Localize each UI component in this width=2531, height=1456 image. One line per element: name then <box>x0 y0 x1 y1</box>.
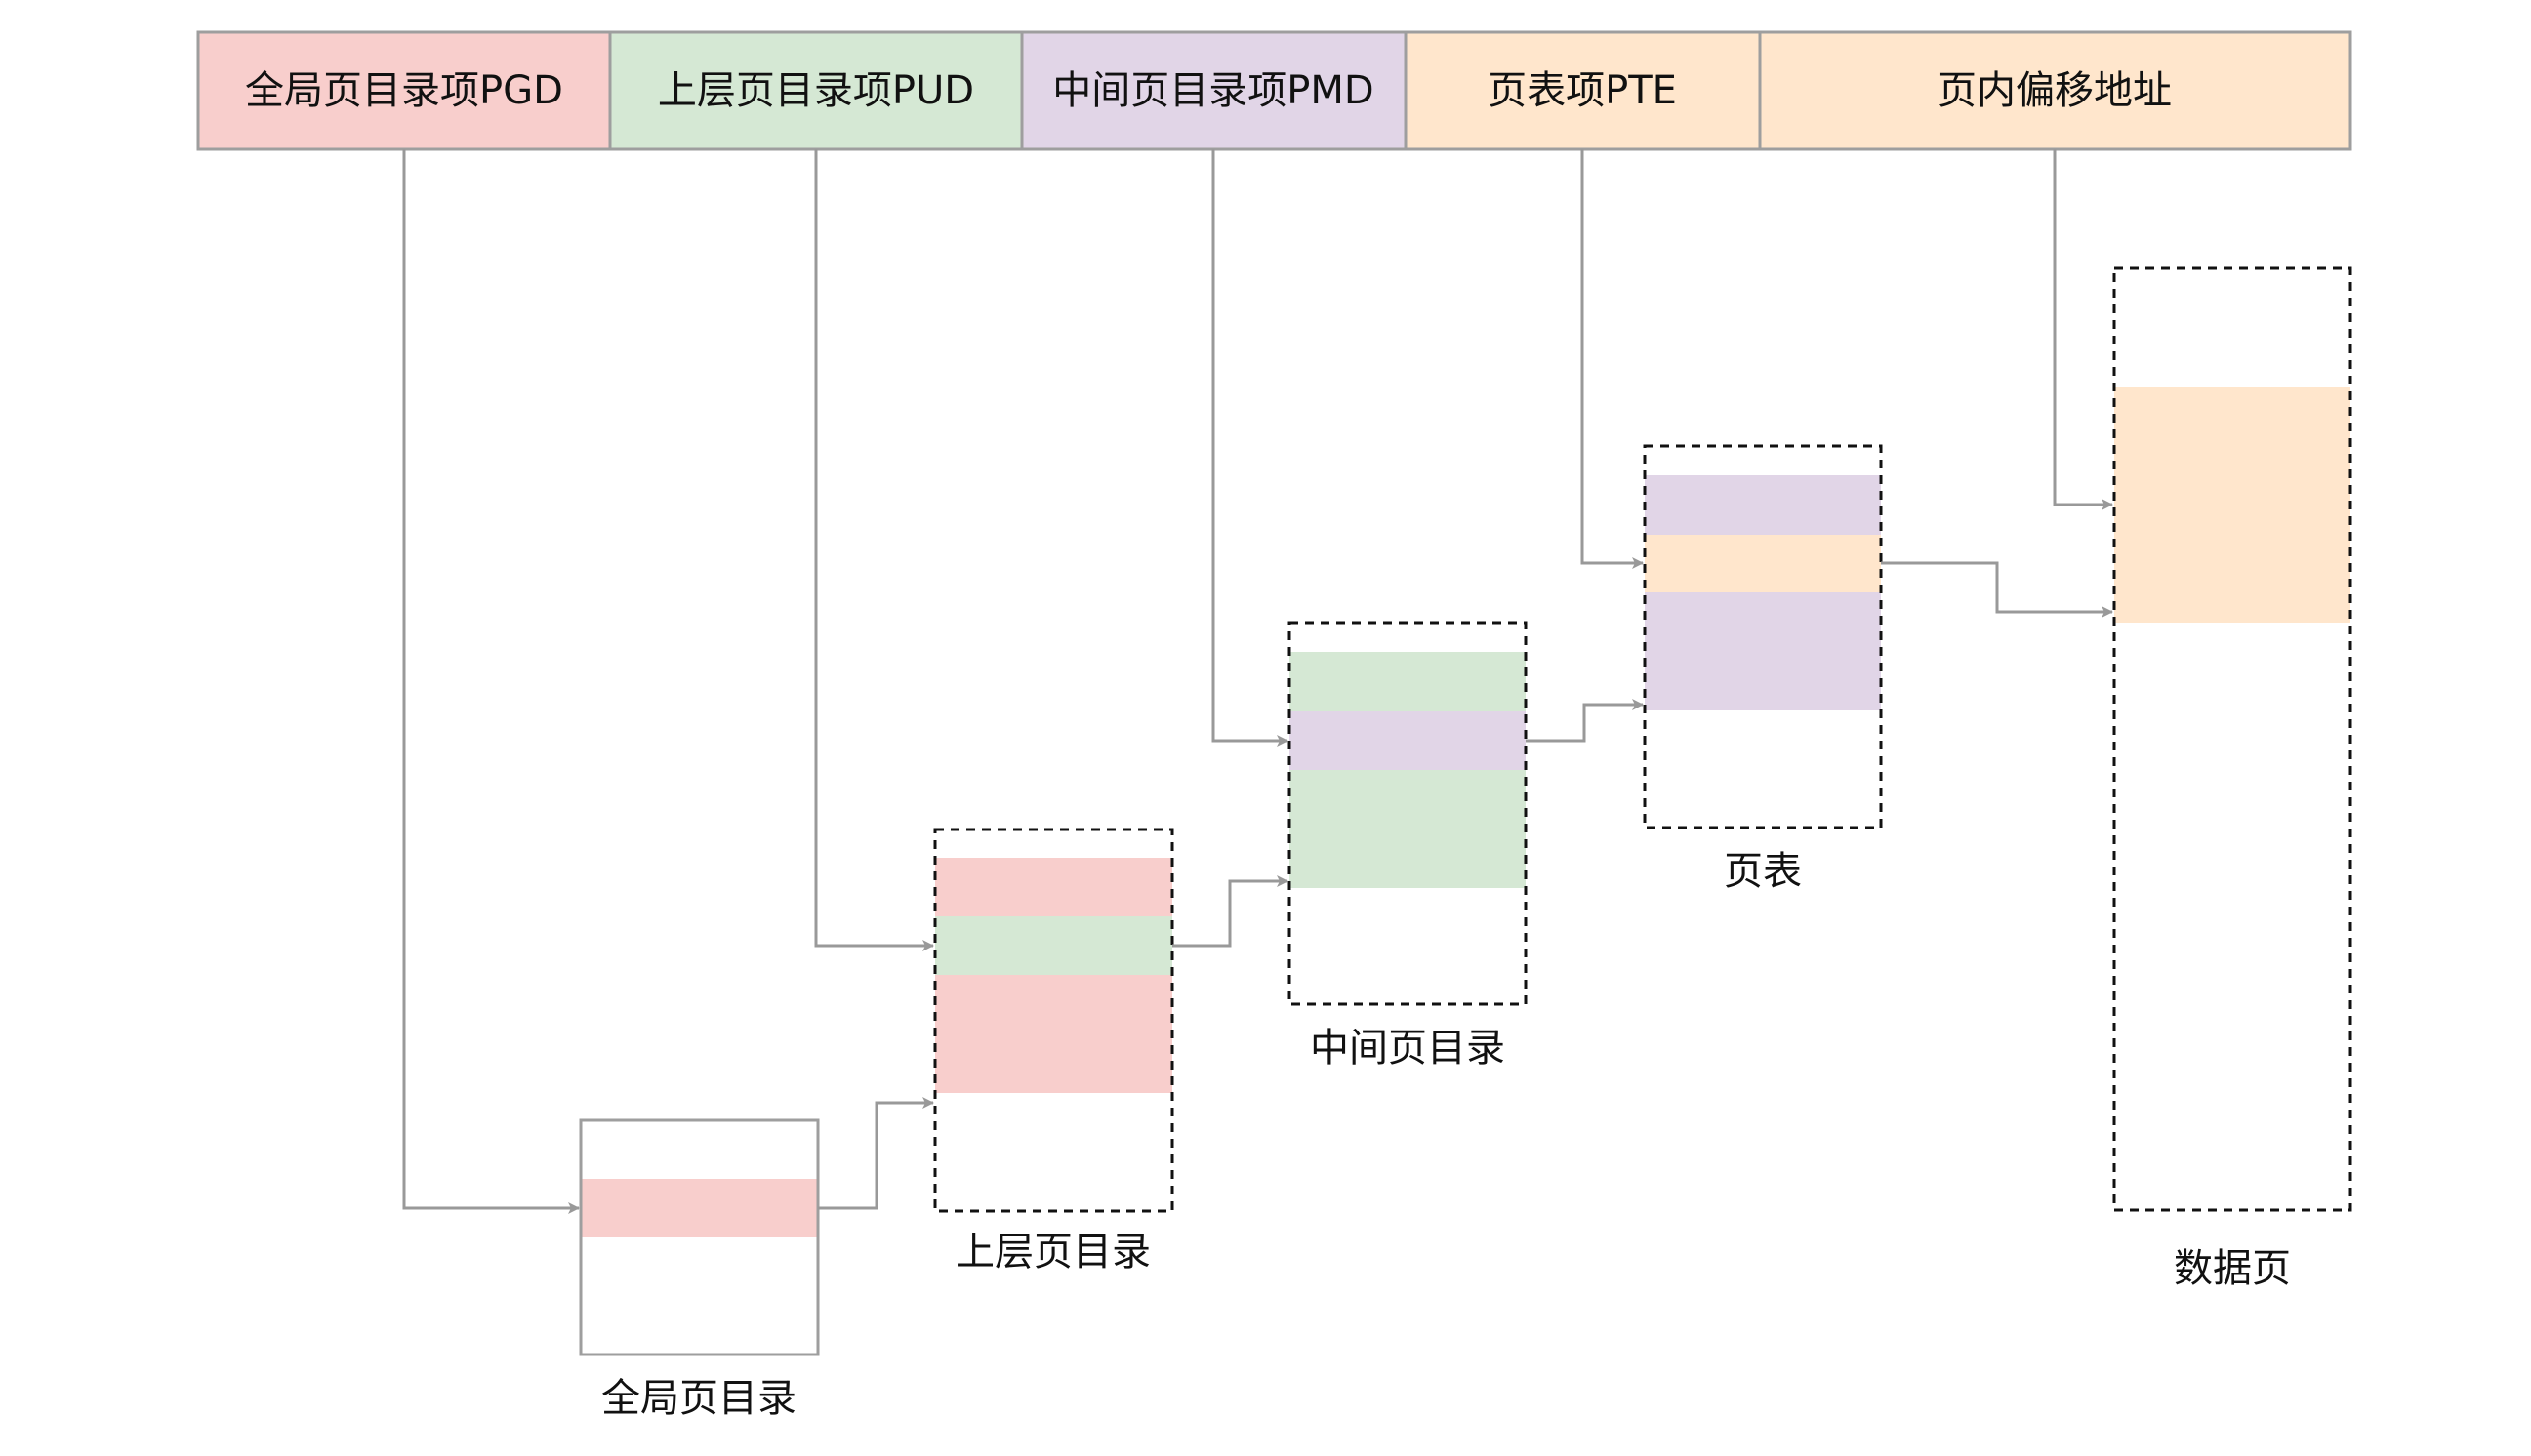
field-pmd-box <box>1020 30 1408 151</box>
field-pud-box <box>608 30 1024 151</box>
upper-page-directory-band-bottom <box>935 975 1172 1093</box>
pte-index-arrow <box>1580 149 1644 569</box>
upper-page-directory-caption: 上层页目录 <box>956 1230 1151 1274</box>
global-page-directory-frame <box>579 1118 820 1356</box>
global-page-directory-entry <box>581 1179 818 1237</box>
field-pud: 上层页目录项PUD <box>608 30 1024 151</box>
page-table: 页表 <box>1643 444 1883 894</box>
field-pgd-label: 全局页目录项PGD <box>245 68 563 113</box>
pmd-to-pte-arrow <box>1526 699 1644 743</box>
field-offset-label: 页内偏移地址 <box>1938 68 2172 113</box>
field-pud-label: 上层页目录项PUD <box>658 68 974 113</box>
field-offset: 页内偏移地址 <box>1758 30 2352 151</box>
global-page-directory-caption: 全局页目录 <box>601 1376 796 1421</box>
page-table-frame <box>1643 444 1883 829</box>
field-pgd: 全局页目录项PGD <box>196 30 612 151</box>
field-pgd-box <box>196 30 612 151</box>
page-table-entry <box>1645 535 1881 592</box>
middle-page-directory: 中间页目录 <box>1287 621 1528 1071</box>
upper-page-directory-band-top <box>935 858 1172 916</box>
address-bar: 全局页目录项PGD 上层页目录项PUD 中间页目录项PMD 页表项PTE 页内偏… <box>196 30 2352 151</box>
table-connectors <box>818 561 2113 1210</box>
pgd-index-arrow <box>402 149 580 1214</box>
pud-index-arrow <box>814 149 934 951</box>
field-pte: 页表项PTE <box>1404 30 1762 151</box>
middle-page-directory-frame <box>1287 621 1528 1006</box>
pgd-to-pud-arrow <box>818 1097 934 1210</box>
pte-to-page-arrow <box>1881 561 2113 618</box>
data-page-region <box>2114 387 2350 623</box>
pmd-index-arrow <box>1211 149 1288 747</box>
data-page-frame <box>2112 266 2352 1212</box>
pud-to-pmd-arrow <box>1172 875 1288 948</box>
page-table-band-top <box>1645 475 1881 535</box>
data-page-caption: 数据页 <box>2174 1246 2291 1291</box>
offset-arrow <box>2053 149 2113 510</box>
upper-page-directory-frame <box>933 828 1174 1213</box>
upper-page-directory: 上层页目录 <box>933 828 1174 1274</box>
data-page: 数据页 <box>2112 266 2352 1291</box>
field-connectors <box>402 149 2113 1214</box>
middle-page-directory-entry <box>1289 711 1526 770</box>
global-page-directory: 全局页目录 <box>579 1118 820 1421</box>
upper-page-directory-entry <box>935 916 1172 975</box>
middle-page-directory-band-top <box>1289 652 1526 711</box>
page-table-band-bottom <box>1645 592 1881 710</box>
field-pte-label: 页表项PTE <box>1488 68 1677 113</box>
field-pmd-label: 中间页目录项PMD <box>1052 68 1373 113</box>
middle-page-directory-band-bottom <box>1289 770 1526 888</box>
middle-page-directory-caption: 中间页目录 <box>1310 1026 1505 1071</box>
field-pmd: 中间页目录项PMD <box>1020 30 1408 151</box>
page-table-caption: 页表 <box>1724 849 1802 894</box>
